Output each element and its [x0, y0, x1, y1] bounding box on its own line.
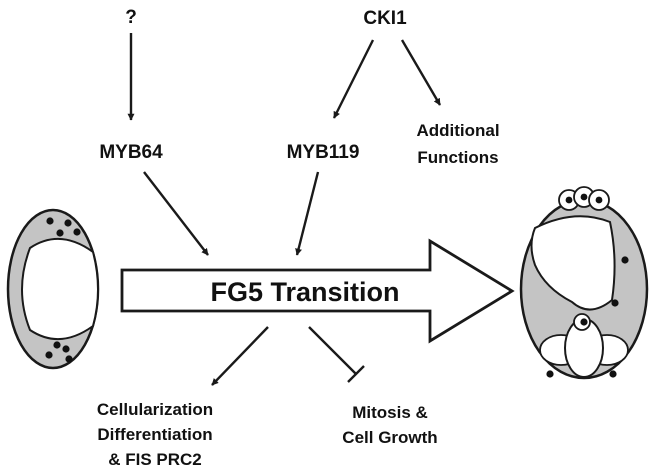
nucleus-dot: [46, 217, 54, 225]
inhibited-outcome-line-1: Mitosis &: [352, 403, 428, 422]
additional-functions-line-1: Additional: [416, 121, 499, 140]
nucleus-dot: [565, 196, 573, 204]
arrow-myb119-to-transition: [295, 171, 320, 256]
nucleus-dot: [62, 345, 70, 353]
cki1-label: CKI1: [363, 8, 407, 29]
promoted-outcome-line-2: Differentiation: [97, 425, 212, 444]
nucleus-dot: [595, 196, 603, 204]
left-embryo-sac: [6, 208, 100, 370]
myb64-label: MYB64: [99, 142, 163, 163]
central-cell-vacuole: [530, 215, 616, 311]
additional-functions-line-2: Functions: [417, 148, 498, 167]
promoted-outcome-line-1: Cellularization: [97, 400, 213, 419]
nucleus-dot: [609, 370, 617, 378]
fg5-transition-block-arrow: [120, 238, 515, 344]
nucleus-dot: [56, 229, 64, 237]
arrow-myb64-to-transition: [143, 171, 209, 256]
fg5-transition-title: FG5 Transition: [210, 277, 399, 307]
left-central-vacuole: [21, 237, 99, 341]
nucleus-dot: [53, 341, 61, 349]
inhibition-bar: [347, 365, 365, 383]
arrow-cki1-to-additional-functions: [400, 39, 442, 106]
inhibited-outcome-line-2: Cell Growth: [342, 428, 437, 447]
myb119-label: MYB119: [287, 142, 360, 163]
nucleus-dot: [73, 228, 81, 236]
nucleus-dot: [64, 219, 72, 227]
polar-nucleus: [621, 256, 629, 264]
nucleus-dot: [580, 318, 588, 326]
arrow-transition-to-cellularization: [211, 326, 269, 386]
nucleus-dot: [546, 370, 554, 378]
inhibition-transition-to-mitosis: [308, 326, 357, 375]
arrow-cki1-to-myb119: [332, 39, 375, 119]
nucleus-dot: [65, 355, 73, 363]
promoted-outcome-line-3: & FIS PRC2: [108, 450, 202, 469]
unknown-regulator-label: ?: [125, 7, 137, 28]
nucleus-dot: [45, 351, 53, 359]
right-embryo-sac: [519, 186, 649, 380]
nucleus-dot: [580, 193, 588, 201]
polar-nucleus: [611, 299, 619, 307]
